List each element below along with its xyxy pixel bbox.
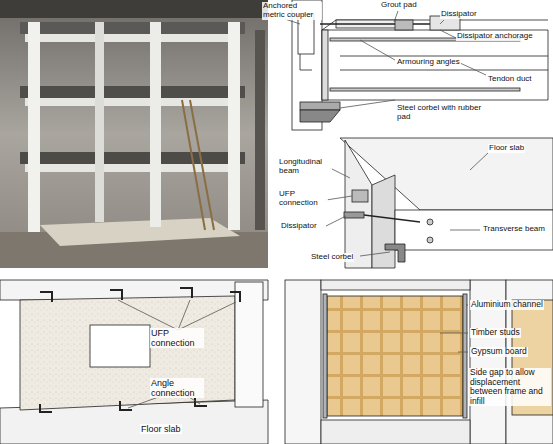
callout-label: Anchored metric coupler	[262, 2, 322, 20]
beam-column-detail	[285, 0, 548, 130]
callout-label: UFP connection	[150, 328, 204, 348]
callout-label: Angle connection	[150, 378, 204, 398]
callout-label: Dissipator anchorage	[456, 32, 534, 41]
floor-connection-detail	[326, 138, 553, 268]
infill-detail	[285, 280, 553, 444]
callout-label: Transverse beam	[482, 225, 546, 234]
callout-label: Aluminium channel	[470, 300, 544, 310]
callout-label: Longitudinal beam	[278, 158, 332, 176]
wall-panel-detail	[0, 280, 268, 444]
callout-label: Steel corbel	[310, 253, 354, 262]
callout-label: Armouring angles	[396, 58, 461, 67]
callout-label: Gypsum board	[470, 347, 528, 357]
callout-label: Tendon duct	[487, 75, 533, 84]
callout-label: Grout pad	[380, 1, 418, 10]
callout-label: Dissipator	[280, 222, 318, 231]
callout-label: Floor slab	[488, 144, 525, 153]
callout-label: Floor slab	[140, 424, 182, 434]
callout-label: Side gap to allow displacement between f…	[469, 368, 551, 406]
callout-label: UFP connection	[278, 190, 328, 208]
callout-label: Steel corbel with rubber pad	[396, 104, 493, 122]
callout-label: Timber studs	[470, 328, 521, 338]
lab-photo	[0, 0, 268, 268]
callout-label: Dissipator	[440, 10, 478, 19]
